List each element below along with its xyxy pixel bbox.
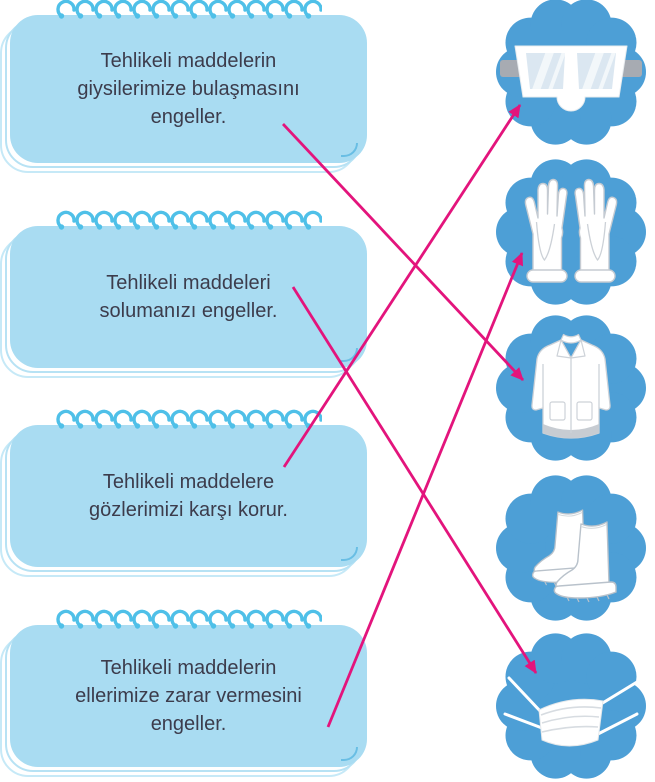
card-eyes-text: Tehlikeli maddelere gözlerimizi karşı ko… — [89, 471, 288, 521]
card-hands-protection[interactable]: Tehlikeli maddelerin ellerimize zarar ve… — [10, 609, 367, 767]
protective-gloves-icon[interactable] — [495, 156, 647, 308]
corner-stroke — [341, 547, 358, 561]
rubber-boots-icon[interactable] — [495, 472, 647, 624]
spiral-binding-icon — [56, 609, 322, 631]
card-clothes-text: Tehlikeli maddelerin giysilerimize bulaş… — [77, 50, 300, 128]
corner-stroke — [341, 747, 358, 761]
card-clothes-protection[interactable]: Tehlikeli maddelerin giysilerimize bulaş… — [10, 0, 367, 163]
safety-goggles-icon[interactable] — [495, 0, 647, 148]
card-inhale-text: Tehlikeli maddeleri solumanızı engeller. — [99, 272, 278, 322]
spiral-binding-icon — [56, 409, 322, 431]
card-inhale-protection[interactable]: Tehlikeli maddeleri solumanızı engeller. — [10, 210, 367, 368]
lab-coat-icon[interactable] — [495, 312, 647, 464]
card-hands-text: Tehlikeli maddelerin ellerimize zarar ve… — [75, 657, 302, 735]
corner-stroke — [341, 143, 358, 157]
spiral-binding-icon — [56, 0, 322, 21]
face-mask-icon[interactable] — [495, 630, 647, 782]
spiral-binding-icon — [56, 210, 322, 232]
card-eyes-protection[interactable]: Tehlikeli maddelere gözlerimizi karşı ko… — [10, 409, 367, 567]
corner-stroke — [341, 348, 358, 362]
